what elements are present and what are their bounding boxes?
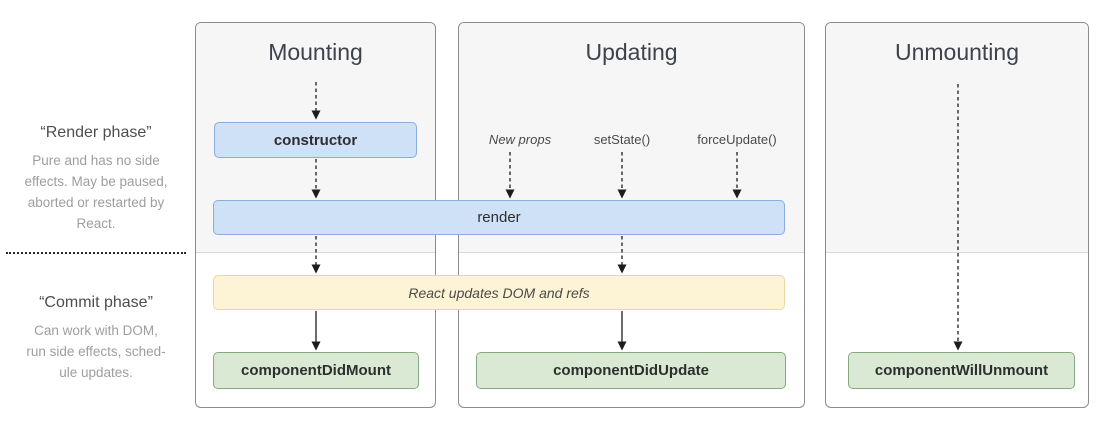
phase-divider [6, 252, 186, 254]
trigger-new-props: New props [488, 132, 552, 147]
constructor-node[interactable]: constructor [214, 122, 417, 158]
component-did-update-node[interactable]: componentDidUpdate [476, 352, 786, 389]
render-phase-description: Pure and has no side effects. May be pau… [0, 150, 192, 234]
text-line: ule updates. [59, 365, 133, 380]
render-phase-title: “Render phase” [40, 124, 152, 141]
trigger-set-state: setState() [593, 132, 651, 147]
text-line: React. [76, 216, 116, 231]
component-did-mount-node[interactable]: componentDidMount [213, 352, 419, 389]
render-phase-panel [826, 23, 1088, 253]
commit-phase-description: Can work with DOM, run side effects, sch… [0, 320, 192, 383]
text-line: effects. May be paused, [24, 174, 168, 189]
column-unmounting: Unmounting [825, 22, 1089, 408]
react-updates-dom-node: React updates DOM and refs [213, 275, 785, 310]
text-line: aborted or restarted by [27, 195, 165, 210]
column-title-mounting: Mounting [268, 39, 363, 65]
render-node[interactable]: render [213, 200, 785, 235]
text-line: Pure and has no side [32, 153, 160, 168]
text-line: run side effects, sched- [26, 344, 166, 359]
commit-phase-title: “Commit phase” [39, 294, 153, 311]
text-line: Can work with DOM, [34, 323, 158, 338]
column-title-unmounting: Unmounting [894, 39, 1020, 65]
column-title-updating: Updating [585, 39, 678, 65]
component-will-unmount-node[interactable]: componentWillUnmount [848, 352, 1075, 389]
trigger-force-update: forceUpdate() [697, 132, 777, 147]
